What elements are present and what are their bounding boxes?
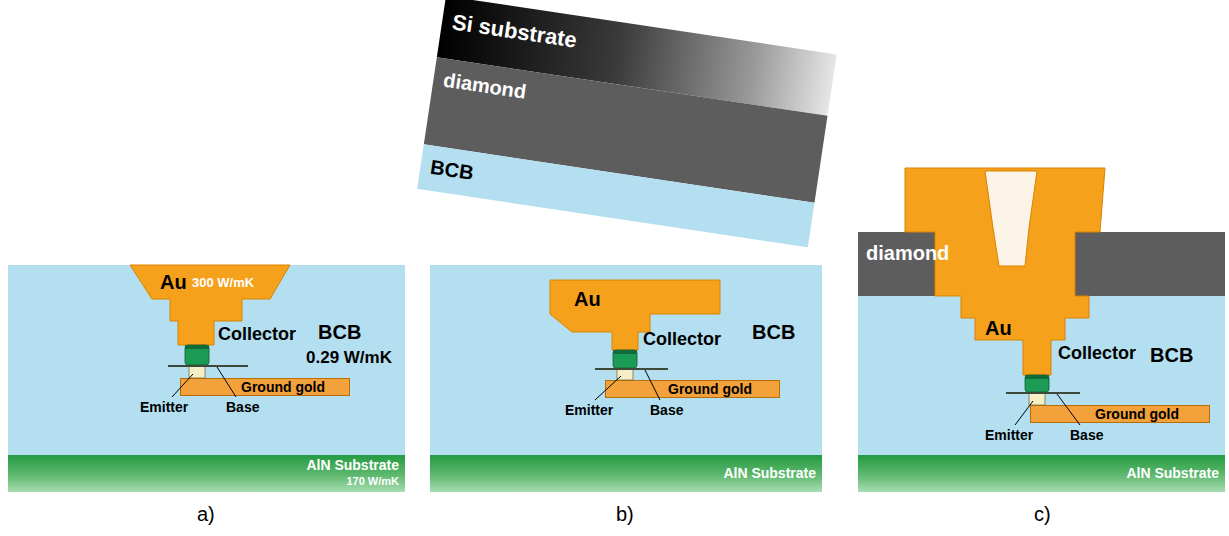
ground-gold-bar: Ground gold xyxy=(180,378,350,396)
terminal-label: Base xyxy=(1070,427,1103,443)
panel-caption: c) xyxy=(1034,503,1051,526)
terminal-label: Collector xyxy=(218,324,296,345)
bonded-wafer: Si substrate diamondBCB xyxy=(417,0,836,247)
terminal-label: Emitter xyxy=(140,399,188,415)
layer-label: AlN Substrate xyxy=(1126,465,1219,481)
terminal-label: Collector xyxy=(1058,343,1136,364)
layer-label: BCB xyxy=(429,156,475,185)
layer-label: AlN Substrate xyxy=(723,465,816,481)
leader-line xyxy=(645,370,660,400)
emitter-mesa xyxy=(617,369,633,380)
layer-label: AlN Substrate xyxy=(306,457,399,473)
layer-label: BCB xyxy=(1150,344,1193,367)
collector-contact xyxy=(1025,375,1049,379)
leader-line xyxy=(172,374,193,397)
layer-label: diamond xyxy=(442,69,528,104)
layer-label: BCB xyxy=(318,321,361,344)
panel-caption: b) xyxy=(616,503,634,526)
leader-line xyxy=(1015,401,1033,425)
aln-substrate: AlN Substrate xyxy=(858,455,1225,492)
ground-gold-bar: Ground gold xyxy=(605,380,780,398)
layer-label: Au xyxy=(574,288,601,311)
layer-label: 300 W/mK xyxy=(192,276,254,291)
ground-gold-bar: Ground gold xyxy=(1030,405,1210,423)
transistor xyxy=(595,350,668,400)
layer-label: Ground gold xyxy=(241,379,325,395)
layer-label: Au xyxy=(985,317,1012,340)
transistor xyxy=(168,345,248,397)
collector-mesa xyxy=(1025,375,1049,392)
collector-contact xyxy=(613,350,637,354)
via-opening xyxy=(985,171,1037,266)
layer-label: Ground gold xyxy=(1095,406,1179,422)
layer-label: 170 W/mK xyxy=(346,475,399,488)
terminal-label: Base xyxy=(226,399,259,415)
base-contact xyxy=(168,365,248,367)
leader-line xyxy=(1057,394,1080,425)
leader-line xyxy=(217,367,236,397)
aln-substrate: AlN Substrate xyxy=(430,455,822,492)
terminal-label: Base xyxy=(650,402,683,418)
base-contact xyxy=(1006,392,1080,394)
layer-label: BCB xyxy=(752,321,795,344)
aln-substrate: AlN Substrate 170 W/mK xyxy=(8,455,405,492)
terminal-label: Collector xyxy=(643,329,721,350)
terminal-label: Emitter xyxy=(985,427,1033,443)
layer-label: 0.29 W/mK xyxy=(306,348,392,368)
layer-label: diamond xyxy=(866,242,949,265)
leader-line xyxy=(595,376,621,400)
transistor xyxy=(1006,375,1080,425)
panel-caption: a) xyxy=(197,503,215,526)
layer-label: Au xyxy=(160,271,187,294)
collector-mesa xyxy=(185,345,209,365)
layer-label: Ground gold xyxy=(668,381,752,397)
base-contact xyxy=(595,368,668,370)
terminal-label: Emitter xyxy=(565,402,613,418)
collector-contact xyxy=(185,345,209,349)
layer-label: Si substrate xyxy=(450,9,578,53)
collector-mesa xyxy=(613,350,637,368)
